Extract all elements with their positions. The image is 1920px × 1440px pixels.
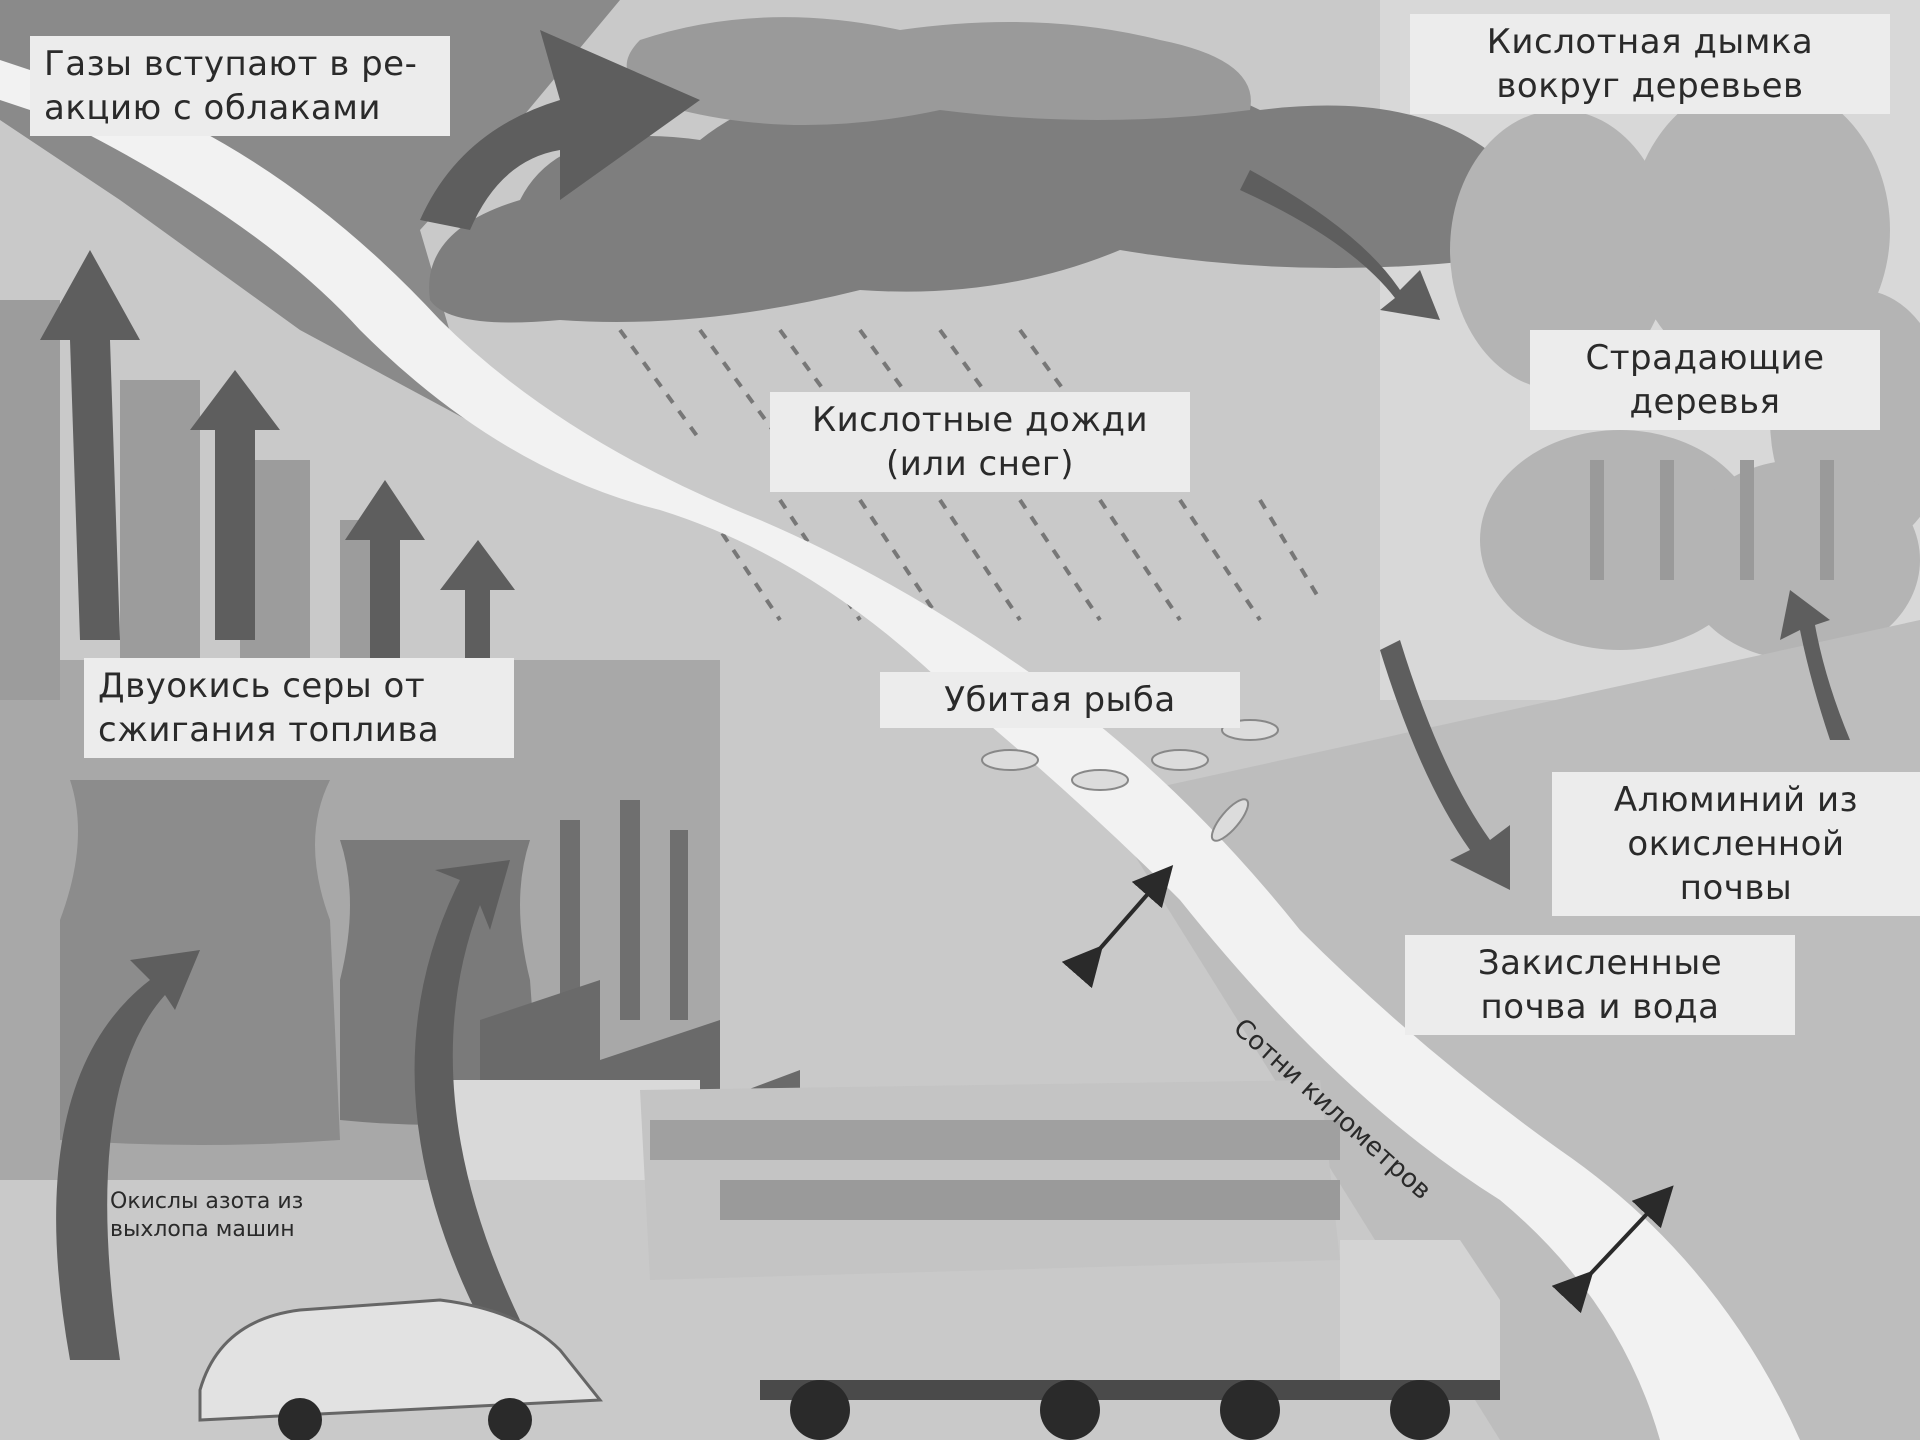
- label-acidified-soil: Закисленные почва и вода: [1405, 935, 1795, 1035]
- label-aluminum: Алюминий из окисленной почвы: [1552, 772, 1920, 916]
- label-dead-fish: Убитая рыба: [880, 672, 1240, 728]
- label-acid-rain: Кислотные дожди (или снег): [770, 392, 1190, 492]
- label-acid-haze: Кислотная дымка вокруг деревьев: [1410, 14, 1890, 114]
- label-gases-clouds: Газы вступают в ре- акцию с облаками: [30, 36, 450, 136]
- label-suffering-trees: Страдающие деревья: [1530, 330, 1880, 430]
- label-sulfur-dioxide: Двуокись серы от сжигания топлива: [84, 658, 514, 758]
- label-nitrogen-oxides: Окислы азота из выхлопа машин: [110, 1188, 410, 1244]
